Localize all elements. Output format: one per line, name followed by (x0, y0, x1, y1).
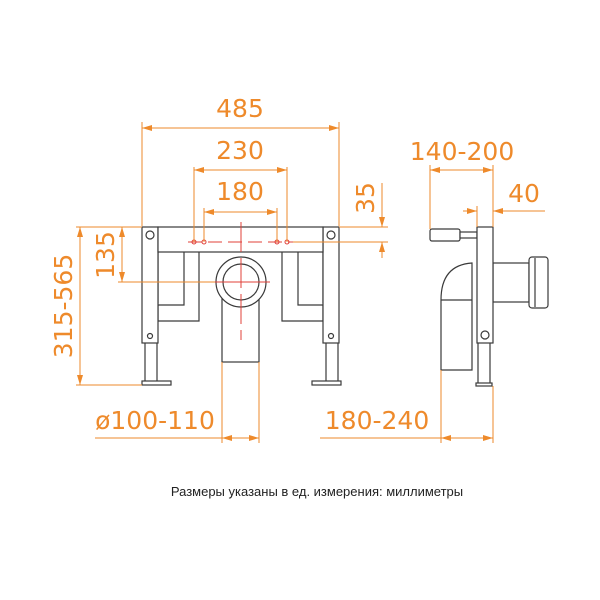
dimension-135: 135 (91, 227, 215, 283)
svg-text:485: 485 (216, 94, 264, 123)
dimension-485: 485 (141, 94, 340, 226)
svg-text:40: 40 (508, 179, 540, 208)
side-view (429, 226, 549, 387)
svg-text:ø100-110: ø100-110 (95, 406, 215, 435)
svg-text:140-200: 140-200 (410, 137, 514, 166)
dimension-35: 35 (293, 182, 388, 258)
units-caption: Размеры указаны в ед. измерения: миллиме… (170, 484, 464, 499)
svg-text:180: 180 (216, 177, 264, 206)
svg-text:135: 135 (91, 231, 120, 279)
dimension-180: 180 (203, 177, 278, 242)
dimension-40: 40 (463, 179, 545, 227)
axis-lines (188, 222, 293, 340)
dimension-230: 230 (193, 136, 288, 242)
svg-text:180-240: 180-240 (325, 406, 429, 435)
svg-text:230: 230 (216, 136, 264, 165)
front-view (141, 222, 342, 386)
dimension-pipe-diameter: ø100-110 (95, 362, 260, 443)
svg-text:315-565: 315-565 (49, 254, 78, 358)
dimension-315-565: 315-565 (49, 226, 142, 386)
dimension-140-200: 140-200 (410, 137, 514, 229)
dimension-180-240: 180-240 (320, 370, 494, 443)
svg-text:35: 35 (351, 182, 380, 214)
